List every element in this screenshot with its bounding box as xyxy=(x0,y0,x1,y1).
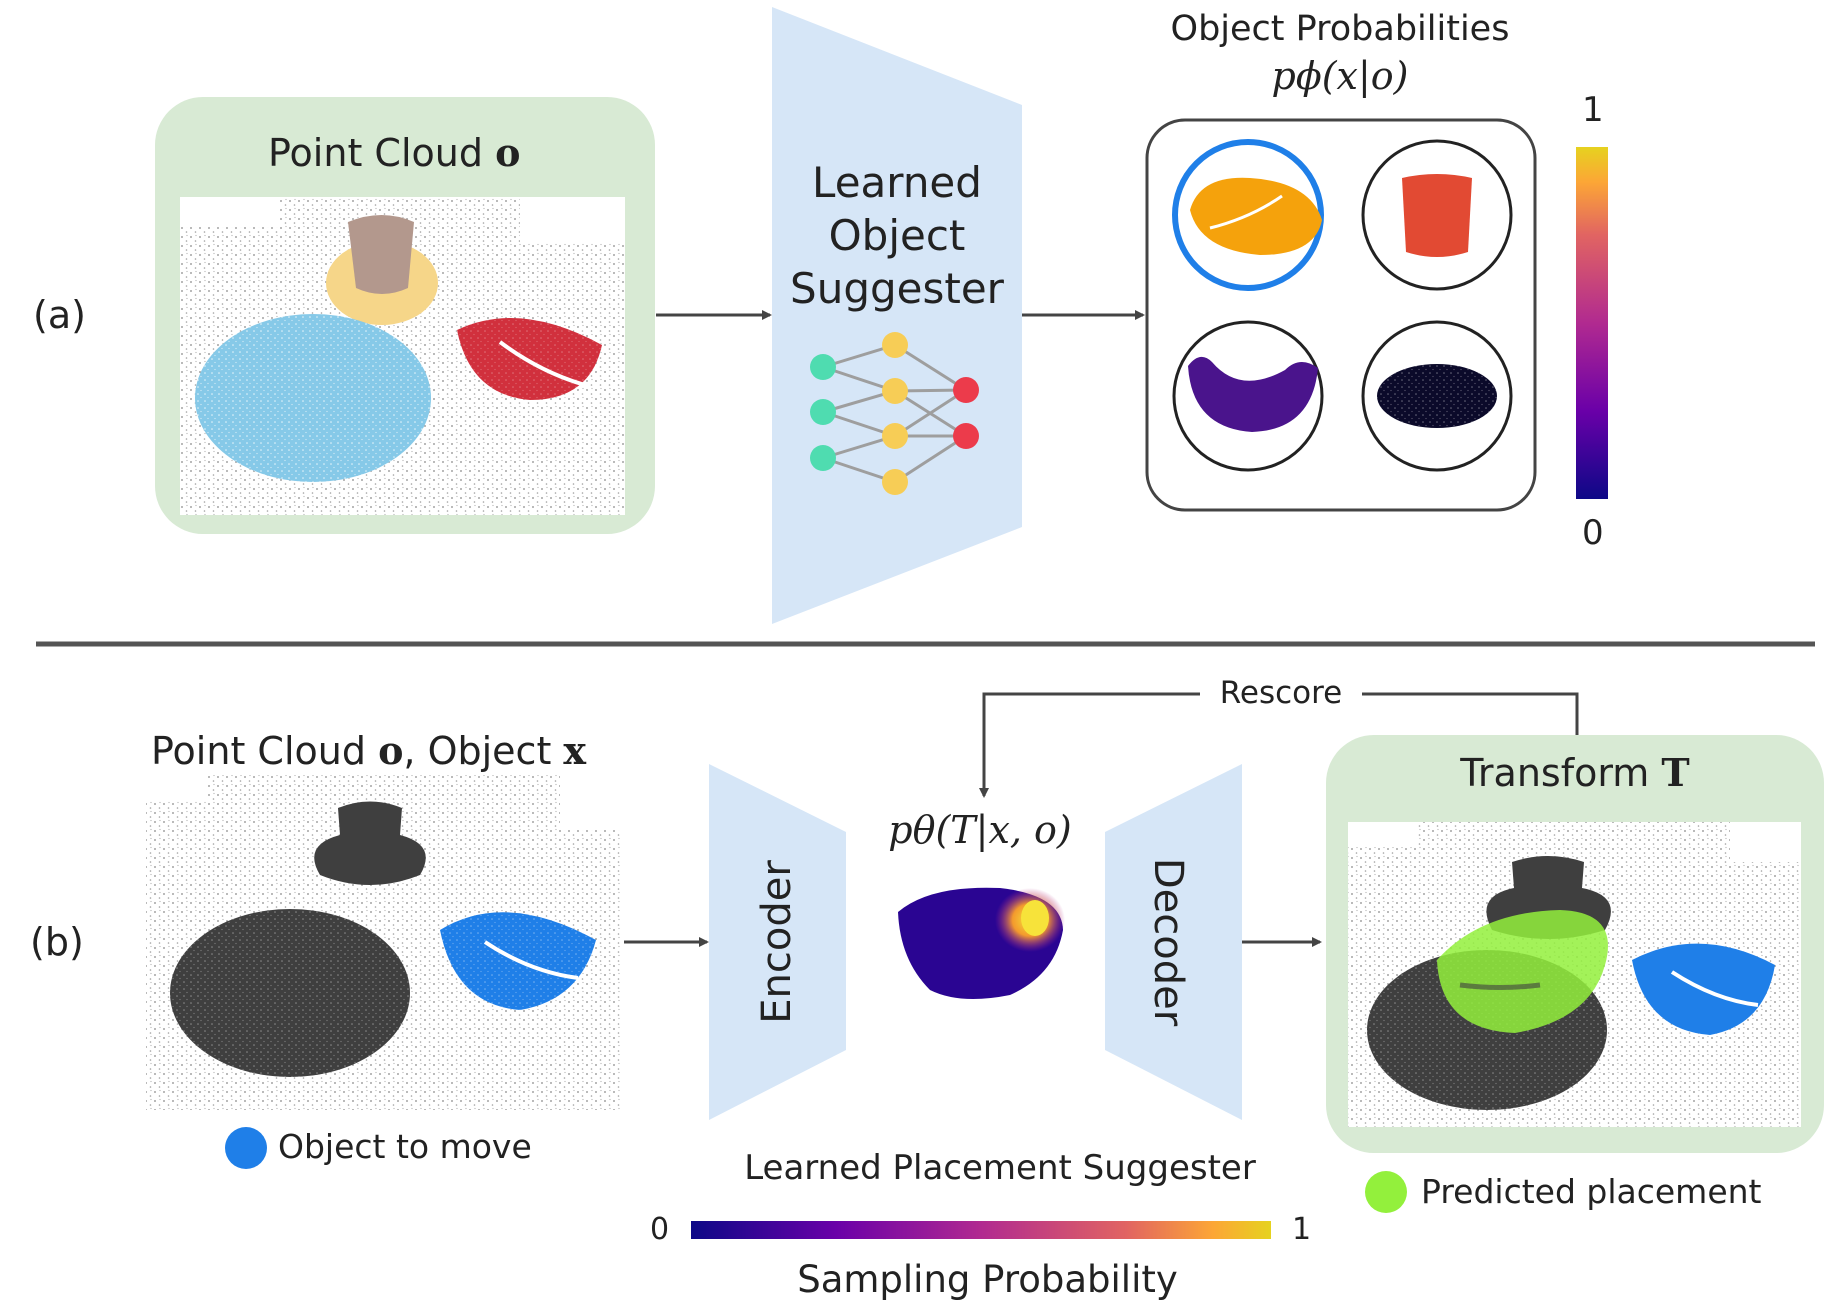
object-to-move-label: Object to move xyxy=(278,1127,532,1166)
object-to-move-dot xyxy=(225,1127,267,1169)
point-cloud-title-b: Point Cloud o, Object x xyxy=(151,728,586,773)
candidate-object-purple xyxy=(1172,320,1324,472)
suggester-line-3: Suggester xyxy=(790,264,1004,313)
point-cloud-symbol-x: x xyxy=(563,728,587,773)
sampling-heatmap-blob xyxy=(898,887,1065,999)
suggester-line-1: Learned xyxy=(812,158,982,207)
decoder-trapezoid xyxy=(1105,764,1242,1120)
decoder-label: Decoder xyxy=(1145,857,1191,1027)
colorbar-a-max: 1 xyxy=(1582,90,1604,130)
point-cloud-symbol-o: o xyxy=(378,728,404,773)
rescore-arrow-tail xyxy=(979,692,1200,798)
panel-label-a: (a) xyxy=(33,293,86,337)
predicted-placement-label: Predicted placement xyxy=(1421,1172,1762,1211)
transform-scene xyxy=(1348,822,1801,1127)
rescore-label: Rescore xyxy=(1200,675,1362,711)
point-cloud-symbol-a: o xyxy=(495,130,521,175)
candidate-object-red xyxy=(1361,139,1513,291)
transform-symbol: T xyxy=(1661,750,1690,795)
point-cloud-title-a: Point Cloud o xyxy=(268,130,520,175)
predicted-placement-dot xyxy=(1365,1171,1407,1213)
encoder-trapezoid xyxy=(709,764,846,1120)
probabilities-title: Object Probabilities xyxy=(1170,9,1510,49)
rescore-arrow xyxy=(1362,692,1579,735)
colorbar-b xyxy=(691,1221,1271,1239)
suggester-label: Learned Object Suggester xyxy=(772,156,1022,315)
colorbar-b-max: 1 xyxy=(1292,1212,1312,1247)
object-suggester-trapezoid xyxy=(772,7,1022,624)
point-cloud-scene-b xyxy=(146,775,620,1110)
point-cloud-title-b-prefix: Point Cloud xyxy=(151,729,379,773)
probabilities-formula: pϕ(x|o) xyxy=(1271,54,1409,98)
sampling-probability-label: Sampling Probability xyxy=(797,1258,1178,1301)
point-cloud-title-a-text: Point Cloud xyxy=(268,131,496,175)
point-cloud-scene-a xyxy=(180,197,625,515)
transform-title-text: Transform xyxy=(1460,751,1662,795)
point-cloud-title-b-mid: , Object xyxy=(403,729,564,773)
encoder-label: Encoder xyxy=(754,860,800,1024)
learned-placement-label: Learned Placement Suggester xyxy=(744,1148,1256,1188)
panel-label-b: (b) xyxy=(30,920,84,964)
candidate-object-orange xyxy=(1172,139,1324,291)
transform-title: Transform T xyxy=(1326,750,1824,795)
colorbar-b-min: 0 xyxy=(650,1212,670,1247)
colorbar-a xyxy=(1576,147,1608,499)
placement-formula: pθ(T|x, o) xyxy=(888,808,1072,852)
candidate-object-dark xyxy=(1361,320,1513,472)
suggester-line-2: Object xyxy=(828,211,966,260)
neural-network-icon xyxy=(810,332,979,495)
colorbar-a-min: 0 xyxy=(1582,513,1604,553)
